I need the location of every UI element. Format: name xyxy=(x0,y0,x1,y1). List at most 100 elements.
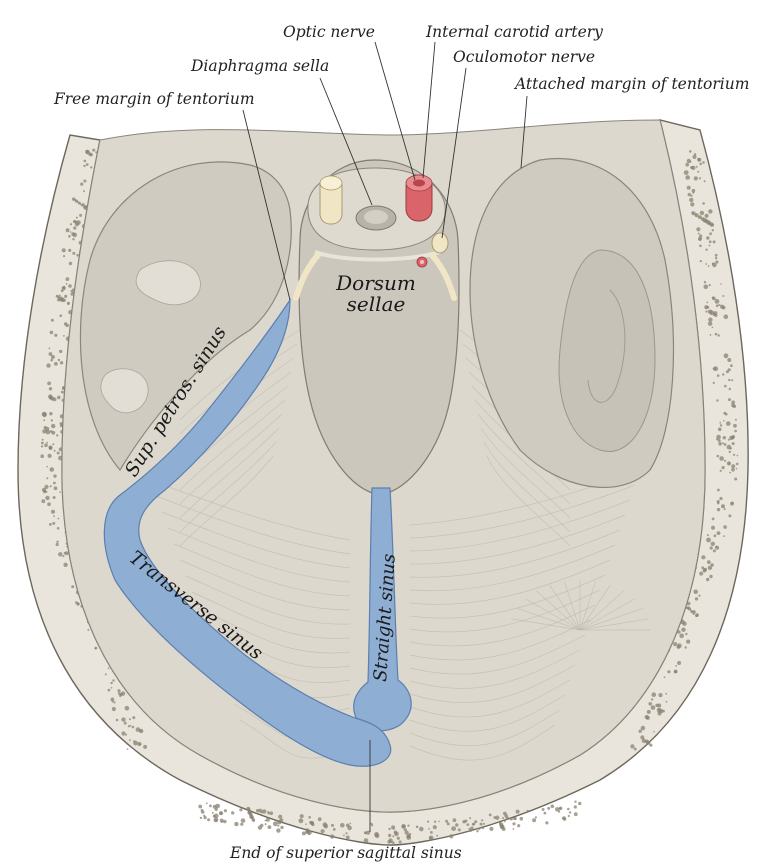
bone-dot xyxy=(63,335,65,337)
bone-dot xyxy=(219,811,223,815)
bone-dot xyxy=(121,731,126,736)
bone-dot xyxy=(515,809,520,814)
bone-dot xyxy=(734,477,738,481)
bone-dot xyxy=(112,679,115,682)
bone-dot xyxy=(723,508,726,511)
bone-dot xyxy=(495,815,500,820)
bone-dot xyxy=(87,628,90,631)
fiber-line xyxy=(149,479,351,541)
bone-dot xyxy=(645,740,651,745)
bone-dot xyxy=(76,200,79,203)
bone-dot xyxy=(85,149,90,155)
bone-dot xyxy=(578,801,582,806)
bone-dot xyxy=(709,546,713,550)
bone-dot xyxy=(52,521,56,525)
bone-dot xyxy=(716,374,720,377)
fiber-line xyxy=(179,399,286,491)
bone-dot xyxy=(733,423,737,428)
bone-dot xyxy=(712,240,716,244)
bone-dot xyxy=(317,817,322,822)
bone-dot xyxy=(693,153,697,156)
bone-dot xyxy=(60,289,64,293)
bone-dot xyxy=(264,823,267,826)
bone-dot xyxy=(51,423,56,429)
bone-dot xyxy=(446,822,450,826)
bone-dot xyxy=(40,454,44,459)
bone-dot xyxy=(65,277,70,281)
bone-dot xyxy=(734,429,737,433)
oculomotor-nerve xyxy=(416,232,449,268)
bone-dot xyxy=(394,831,399,837)
bone-dot xyxy=(694,597,699,601)
bone-dot xyxy=(124,705,130,711)
bone-dot xyxy=(403,828,407,832)
bone-dot xyxy=(60,297,65,303)
bone-dot xyxy=(280,825,284,830)
bone-dot xyxy=(650,698,654,701)
bone-dot xyxy=(690,194,693,197)
bone-dot xyxy=(722,442,724,445)
bone-dot xyxy=(65,228,70,233)
bone-dot xyxy=(686,185,691,190)
bone-dot xyxy=(573,812,578,817)
bone-dot xyxy=(681,627,686,632)
bone-dot xyxy=(200,810,205,814)
bone-stipple xyxy=(40,148,739,844)
bone-dot xyxy=(47,453,52,458)
bone-dot xyxy=(54,362,58,366)
internal-carotid-artery xyxy=(405,174,433,222)
bone-dot xyxy=(716,507,721,512)
bone-dot xyxy=(51,509,55,514)
bone-dot xyxy=(651,692,657,697)
bone-dot xyxy=(696,227,701,232)
bone-dot xyxy=(689,160,692,163)
bone-dot xyxy=(728,450,731,454)
bone-dot xyxy=(57,517,60,520)
bone-dot xyxy=(64,551,69,556)
bone-dot xyxy=(502,817,504,819)
bone-dot xyxy=(62,285,66,289)
bone-dot xyxy=(512,828,515,830)
bone-dot xyxy=(47,502,51,507)
bone-dot xyxy=(699,244,702,248)
bone-dot xyxy=(43,419,46,422)
bone-dot xyxy=(211,811,214,814)
bone-dot xyxy=(207,818,211,822)
bone-dot xyxy=(731,400,736,405)
bone-dot xyxy=(505,816,510,820)
bone-dot xyxy=(648,702,652,706)
bone-dot xyxy=(69,223,73,226)
bone-dot xyxy=(58,552,63,557)
bone-dot xyxy=(48,352,53,356)
bone-dot xyxy=(699,210,705,216)
bone-dot xyxy=(545,821,549,825)
bone-dot xyxy=(49,485,52,488)
bone-dot xyxy=(49,523,52,526)
bone-dot xyxy=(694,213,699,218)
bone-dot xyxy=(50,318,54,322)
bone-dot xyxy=(728,514,732,518)
bone-dot xyxy=(713,311,718,315)
bone-dot xyxy=(46,477,49,480)
bone-dot xyxy=(427,820,430,823)
bone-dot xyxy=(685,632,688,636)
fiber-line xyxy=(511,618,581,631)
bone-dot xyxy=(59,425,62,428)
bone-dot xyxy=(366,830,371,835)
bone-dot xyxy=(695,165,698,168)
bone-dot xyxy=(519,816,524,821)
bone-dot xyxy=(45,495,50,501)
bone-dot xyxy=(94,646,98,650)
bone-dot xyxy=(198,804,203,809)
fiber-line xyxy=(185,575,351,625)
bone-dot xyxy=(722,295,725,297)
bone-dot xyxy=(83,190,85,193)
fiber-line xyxy=(409,499,631,552)
bone-dot xyxy=(117,689,121,693)
bone-dot xyxy=(57,395,61,400)
label-optic-nerve: Optic nerve xyxy=(283,23,375,41)
bone-dot xyxy=(729,471,731,474)
bone-dot xyxy=(59,349,63,354)
bone-dot xyxy=(543,811,547,815)
bone-dot xyxy=(701,555,706,560)
